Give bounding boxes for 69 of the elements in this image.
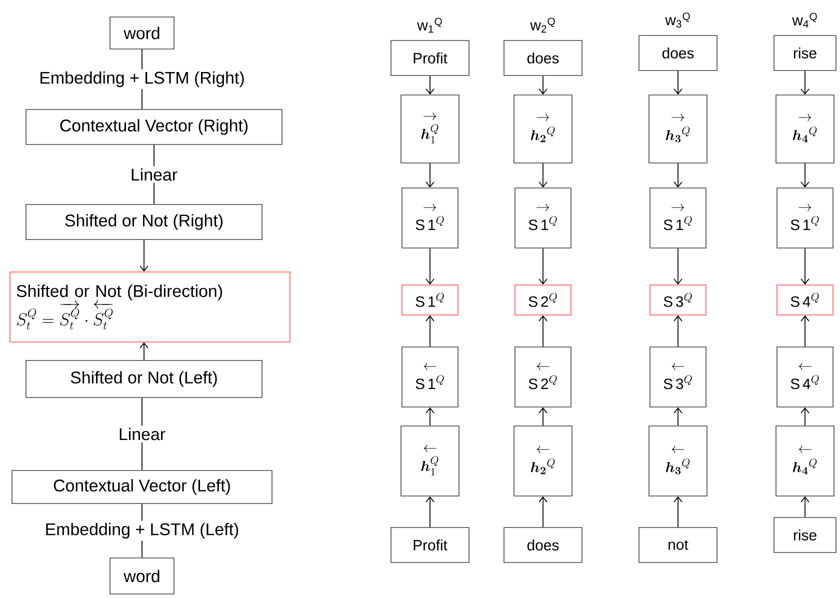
state-box: $\leftarrow$ $\mathrm{S\,3}^{Q}$ — [650, 346, 706, 408]
state-box: $\leftarrow$ $\boldsymbol{h_{4}}^{Q}$ — [776, 426, 834, 496]
arrow — [674, 407, 682, 426]
word-label: w$_{3}$Q — [665, 12, 690, 28]
edge-label: Embedding + LSTM (Left) — [42, 520, 242, 541]
state-box: $\mathrm{S\,1}^{Q}$ — [402, 284, 458, 316]
edge-label: Embedding + LSTM (Right) — [37, 69, 247, 90]
word-box: does — [504, 527, 582, 563]
state-box: $\rightarrow$ $\mathrm{S\,1}^{Q}$ — [514, 188, 572, 248]
state-box: $\leftarrow$ $\mathrm{S\,2}^{Q}$ — [514, 346, 572, 408]
arrow — [800, 248, 810, 285]
arrow — [538, 407, 548, 426]
arrow — [674, 248, 682, 285]
state-box: $\rightarrow$ $\mathrm{S\,1}^{Q}$ — [776, 188, 834, 248]
arrow — [674, 315, 682, 348]
arrow — [426, 248, 434, 285]
state-box: $\leftarrow$ $\mathrm{S\,4}^{Q}$ — [776, 346, 834, 408]
word-box: Profit — [390, 40, 470, 76]
arrow — [538, 496, 548, 528]
arrow — [538, 162, 548, 188]
arrow — [674, 496, 682, 528]
arrow — [426, 496, 434, 528]
arrow — [538, 315, 548, 348]
state-box: $\rightarrow$ $\boldsymbol{h_{2}}^{Q}$ — [514, 94, 572, 164]
word-label: w$_{4}$Q — [792, 12, 817, 28]
state-box: $\mathrm{S\,4}^{Q}$ — [776, 284, 834, 316]
word-label: w$_{2}$Q — [530, 18, 555, 33]
process-box: Contextual Vector (Right) — [26, 109, 282, 145]
arrow — [426, 407, 434, 426]
process-box: Shifted or Not (Right) — [26, 204, 262, 240]
word-box: word — [110, 558, 174, 594]
arrow — [800, 70, 810, 95]
arrow — [426, 162, 434, 188]
arrow — [800, 496, 810, 518]
arrow — [800, 315, 810, 348]
arrow — [674, 70, 682, 95]
arrow — [538, 248, 548, 285]
state-box: $\rightarrow$ $\boldsymbol{h}_{1}^{Q}$ — [400, 94, 460, 164]
state-box: $\leftarrow$ $\boldsymbol{h}_{1}^{Q}$ — [400, 426, 460, 496]
arrow — [800, 162, 810, 188]
state-box: $\leftarrow$ $\boldsymbol{h_{2}}^{Q}$ — [514, 426, 572, 496]
edge-label: Linear — [116, 426, 168, 442]
state-box: $\mathrm{S\,3}^{Q}$ — [650, 284, 706, 316]
word-box: rise — [774, 517, 836, 553]
word-box: Profit — [390, 527, 470, 563]
result-box: Shifted or Not (Bi-direction) $S_{t}^{Q} = \overrightarrow{S_{t}^{Q}} \cdot \overleftarrow{S_{t}^{Q}}$ — [10, 272, 290, 342]
word-box: not — [638, 527, 718, 563]
state-box: $\leftarrow$ $\boldsymbol{h_{3}}^{Q}$ — [648, 426, 708, 496]
state-box: $\rightarrow$ $\mathrm{S\,1}^{Q}$ — [650, 188, 706, 248]
word-label: w$_{1}$Q — [417, 18, 442, 33]
state-box: $\mathrm{S\,2}^{Q}$ — [514, 284, 572, 316]
arrow — [426, 75, 434, 95]
arrow — [538, 75, 548, 95]
arrow — [140, 342, 148, 361]
arrow — [674, 162, 682, 188]
word-box: does — [638, 35, 718, 71]
state-box: $\rightarrow$ $\boldsymbol{h_{3}}^{Q}$ — [648, 94, 708, 164]
process-box: Contextual Vector (Left) — [12, 470, 272, 504]
word-box: does — [504, 40, 582, 76]
arrow — [140, 239, 148, 272]
word-box: word — [110, 16, 174, 50]
state-box: $\rightarrow$ $\boldsymbol{h_{4}}^{Q}$ — [776, 94, 834, 164]
arrow — [426, 315, 434, 348]
arrow — [800, 407, 810, 426]
state-box: $\leftarrow$ $\mathrm{S\,1}^{Q}$ — [402, 346, 458, 408]
process-box: Shifted or Not (Left) — [26, 360, 262, 398]
state-box: $\rightarrow$ $\mathrm{S\,1}^{Q}$ — [402, 188, 458, 248]
word-box: rise — [774, 35, 836, 71]
edge-label: Linear — [128, 166, 180, 183]
